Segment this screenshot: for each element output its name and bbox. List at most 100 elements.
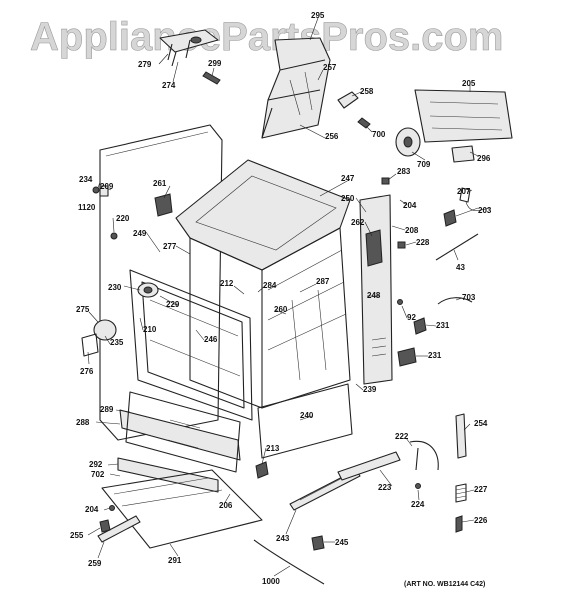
callout-210: 210	[143, 325, 157, 334]
callout-287: 287	[316, 277, 330, 286]
part-bracket-213	[255, 461, 269, 479]
part-clip-283	[381, 177, 390, 185]
callout-289: 289	[100, 405, 114, 414]
callout-1000: 1000	[262, 577, 280, 586]
callout-43: 43	[456, 263, 465, 272]
part-vent-258	[337, 91, 359, 109]
callout-223: 223	[378, 483, 392, 492]
callout-229: 229	[166, 300, 180, 309]
callout-249: 249	[133, 229, 147, 238]
part-igniter-203	[443, 209, 457, 227]
callout-261: 261	[153, 179, 167, 188]
part-back-panel-205	[414, 89, 513, 143]
callout-239: 239	[363, 385, 377, 394]
part-flue-duct-257	[261, 37, 331, 139]
callout-283: 283	[397, 167, 411, 176]
callout-275: 275	[76, 305, 90, 314]
part-panel-292	[117, 457, 219, 493]
callout-212: 212	[220, 279, 234, 288]
part-spring-227	[455, 483, 467, 503]
callout-256: 256	[325, 132, 339, 141]
part-oven-body	[189, 227, 351, 409]
part-screw-234	[92, 186, 100, 194]
part-wire-207	[459, 187, 491, 211]
part-front-frame	[129, 269, 253, 421]
callout-258: 258	[360, 87, 374, 96]
callout-245: 245	[335, 538, 349, 547]
part-top-panel-247	[175, 159, 351, 271]
part-broiler-drawer-289	[119, 391, 241, 473]
callout-260: 260	[274, 305, 288, 314]
callout-206: 206	[219, 501, 233, 510]
callout-240: 240	[300, 411, 314, 420]
callout-203: 203	[478, 206, 492, 215]
part-pad-209	[99, 185, 109, 197]
part-light-275	[81, 319, 117, 357]
callout-231b: 231	[428, 351, 442, 360]
callout-703: 703	[462, 293, 476, 302]
watermark-text: AppliancePartsPros.com	[30, 15, 504, 59]
callout-254: 254	[474, 419, 488, 428]
part-orifice-299	[202, 71, 221, 85]
part-pin-226	[455, 515, 463, 533]
leader-lines	[87, 17, 479, 577]
callout-259: 259	[88, 559, 102, 568]
part-bracket-261	[154, 193, 173, 217]
callout-209: 209	[100, 182, 114, 191]
part-hinge-222	[409, 440, 439, 471]
callout-702: 702	[91, 470, 105, 479]
part-screw-220	[110, 232, 118, 240]
callout-231a: 231	[436, 321, 450, 330]
part-leveler-255	[99, 519, 111, 533]
callout-224: 224	[411, 500, 425, 509]
part-hinge-231b	[397, 347, 417, 367]
part-screw-92	[397, 299, 403, 305]
part-bottom-pan-291	[101, 469, 263, 549]
part-sensor-262	[365, 229, 383, 267]
callout-227: 227	[474, 485, 488, 494]
callout-1120: 1120	[78, 203, 96, 212]
callout-246: 246	[204, 335, 218, 344]
callout-204a: 204	[403, 201, 417, 210]
part-burner-cap-230	[137, 282, 159, 298]
callout-299: 299	[208, 59, 222, 68]
art-number: (ART NO. WB12144 C42)	[404, 581, 485, 588]
callout-295: 295	[311, 11, 325, 20]
callout-250: 250	[341, 194, 355, 203]
part-rear-duct-248	[359, 194, 393, 385]
callout-labels: 295 279 274 299 257 258 256 700 205 709 …	[70, 11, 492, 586]
callout-255: 255	[70, 531, 84, 540]
callout-234: 234	[79, 175, 93, 184]
callout-205: 205	[462, 79, 476, 88]
callout-248: 248	[367, 291, 381, 300]
part-clip-231a	[413, 317, 427, 335]
part-rail-223	[337, 451, 401, 481]
part-screw-224	[415, 483, 421, 489]
callout-709: 709	[417, 160, 431, 169]
callout-213: 213	[266, 444, 280, 453]
callout-208: 208	[405, 226, 419, 235]
callout-230: 230	[108, 283, 122, 292]
part-bracket-703	[437, 297, 473, 305]
callout-243: 243	[276, 534, 290, 543]
part-hinge-254	[455, 413, 467, 459]
part-panel-240	[257, 383, 353, 459]
callout-207: 207	[457, 187, 471, 196]
part-screw-204b	[109, 505, 115, 511]
callout-235: 235	[110, 338, 124, 347]
part-fan-709	[395, 127, 421, 157]
callout-220: 220	[116, 214, 130, 223]
part-switch-245	[311, 535, 325, 551]
callout-92: 92	[407, 313, 416, 322]
callout-204b: 204	[85, 505, 99, 514]
part-rod-43	[435, 233, 479, 261]
part-leg-259	[97, 515, 141, 543]
callout-284: 284	[263, 281, 277, 290]
callout-262: 262	[351, 218, 365, 227]
callout-228: 228	[416, 238, 430, 247]
part-left-side-panel	[99, 124, 223, 441]
callout-276: 276	[80, 367, 94, 376]
callout-291: 291	[168, 556, 182, 565]
part-bracket-296	[451, 145, 475, 163]
